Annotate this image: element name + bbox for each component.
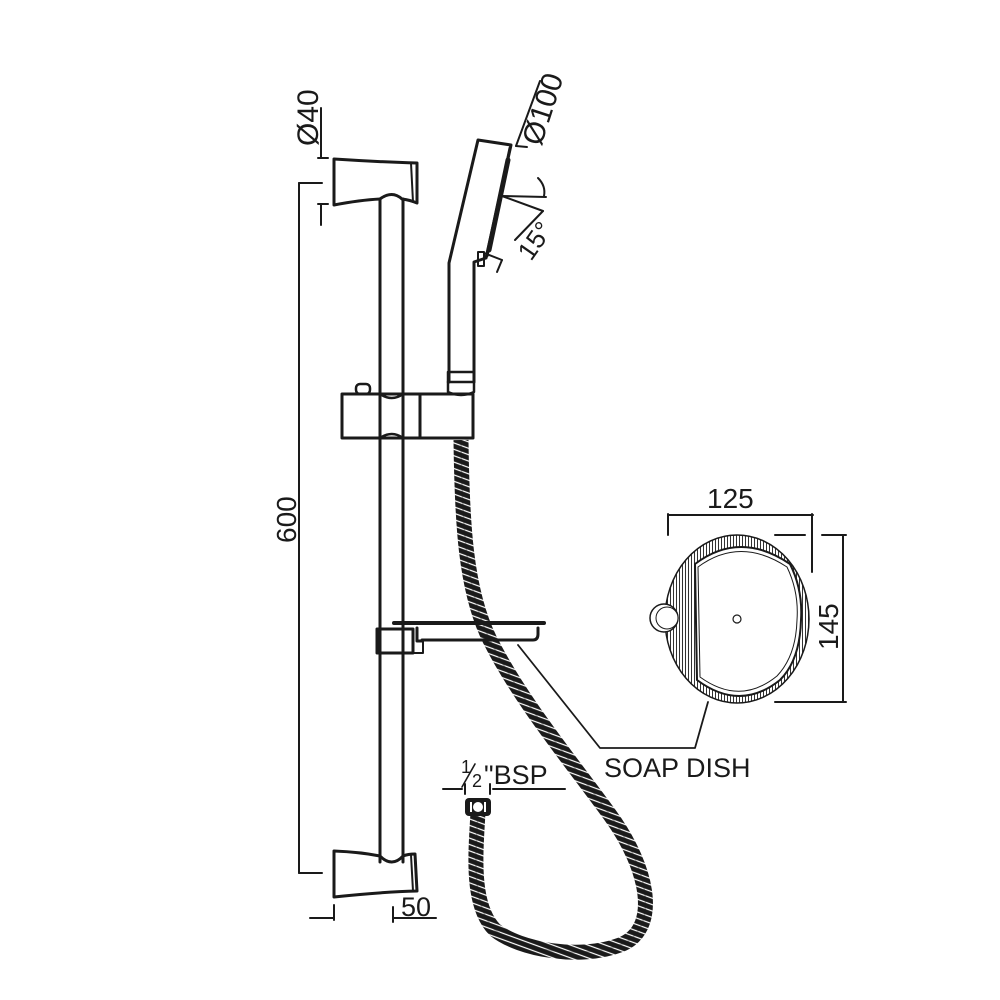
hand-shower xyxy=(446,138,513,397)
tilt-angle-label: 15° xyxy=(511,216,558,265)
shower-diameter-label: Ø100 xyxy=(516,69,570,149)
rail-length-label: 600 xyxy=(271,496,302,543)
fraction-numerator: 1 xyxy=(461,757,471,777)
bracket-projection-label: 50 xyxy=(401,892,431,922)
hose-connector-nut xyxy=(465,798,491,816)
soap-dish-top-view xyxy=(649,534,810,704)
slide-rail xyxy=(378,197,405,864)
dimension-shower-diameter: Ø100 xyxy=(515,69,570,149)
hose-connector-suffix: "BSP xyxy=(484,760,548,790)
dimension-bracket-projection: 50 xyxy=(309,892,437,923)
shower-hose xyxy=(453,439,653,960)
soap-dish-width-label: 125 xyxy=(707,483,754,514)
dimension-soap-dish-depth: 145 xyxy=(774,534,847,703)
bracket-diameter-label: Ø40 xyxy=(292,89,325,146)
dimension-bracket-diameter: Ø40 xyxy=(292,89,329,226)
shower-slider xyxy=(340,382,475,440)
dimension-hose-connector: 1 2 "BSP xyxy=(442,757,566,795)
soap-dish-callout: SOAP DISH xyxy=(604,753,751,783)
soap-dish-side-view xyxy=(375,621,546,655)
dimension-rail-length: 600 xyxy=(271,182,323,874)
dimension-soap-dish-width: 125 xyxy=(667,483,814,573)
top-wall-bracket xyxy=(332,157,419,207)
soap-dish-leader xyxy=(517,644,709,749)
bottom-wall-bracket xyxy=(332,849,419,899)
fraction-denominator: 2 xyxy=(472,771,482,791)
soap-dish-depth-label: 145 xyxy=(813,603,844,650)
